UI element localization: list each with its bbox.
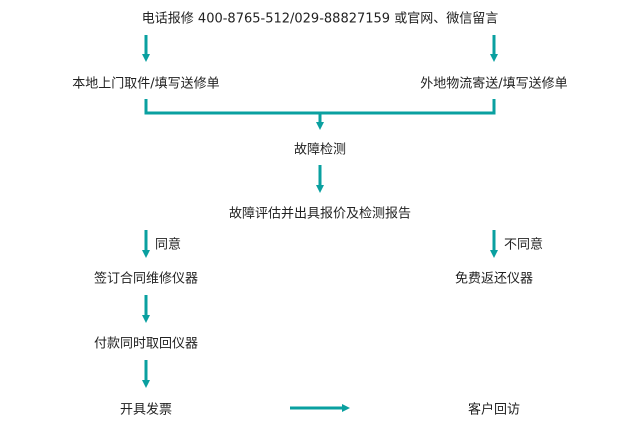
step-pay: 付款同时取回仪器 bbox=[93, 336, 199, 352]
step-return-free: 免费返还仪器 bbox=[454, 271, 534, 287]
step-local-pickup: 本地上门取件/填写送修单 bbox=[72, 76, 220, 92]
label-disagree: 不同意 bbox=[504, 237, 544, 253]
step-detect: 故障检测 bbox=[293, 142, 347, 158]
step-assess: 故障评估并出具报价及检测报告 bbox=[228, 206, 412, 222]
step-contract: 签订合同维修仪器 bbox=[93, 271, 199, 287]
step-followup: 客户回访 bbox=[467, 402, 521, 418]
step-contact: 电话报修 400-8765-512/029-88827159 或官网、微信留言 bbox=[141, 11, 499, 27]
step-remote-shipping: 外地物流寄送/填写送修单 bbox=[420, 76, 568, 92]
bracket-merge bbox=[144, 99, 496, 115]
label-agree: 同意 bbox=[155, 237, 182, 253]
step-invoice: 开具发票 bbox=[119, 402, 173, 418]
